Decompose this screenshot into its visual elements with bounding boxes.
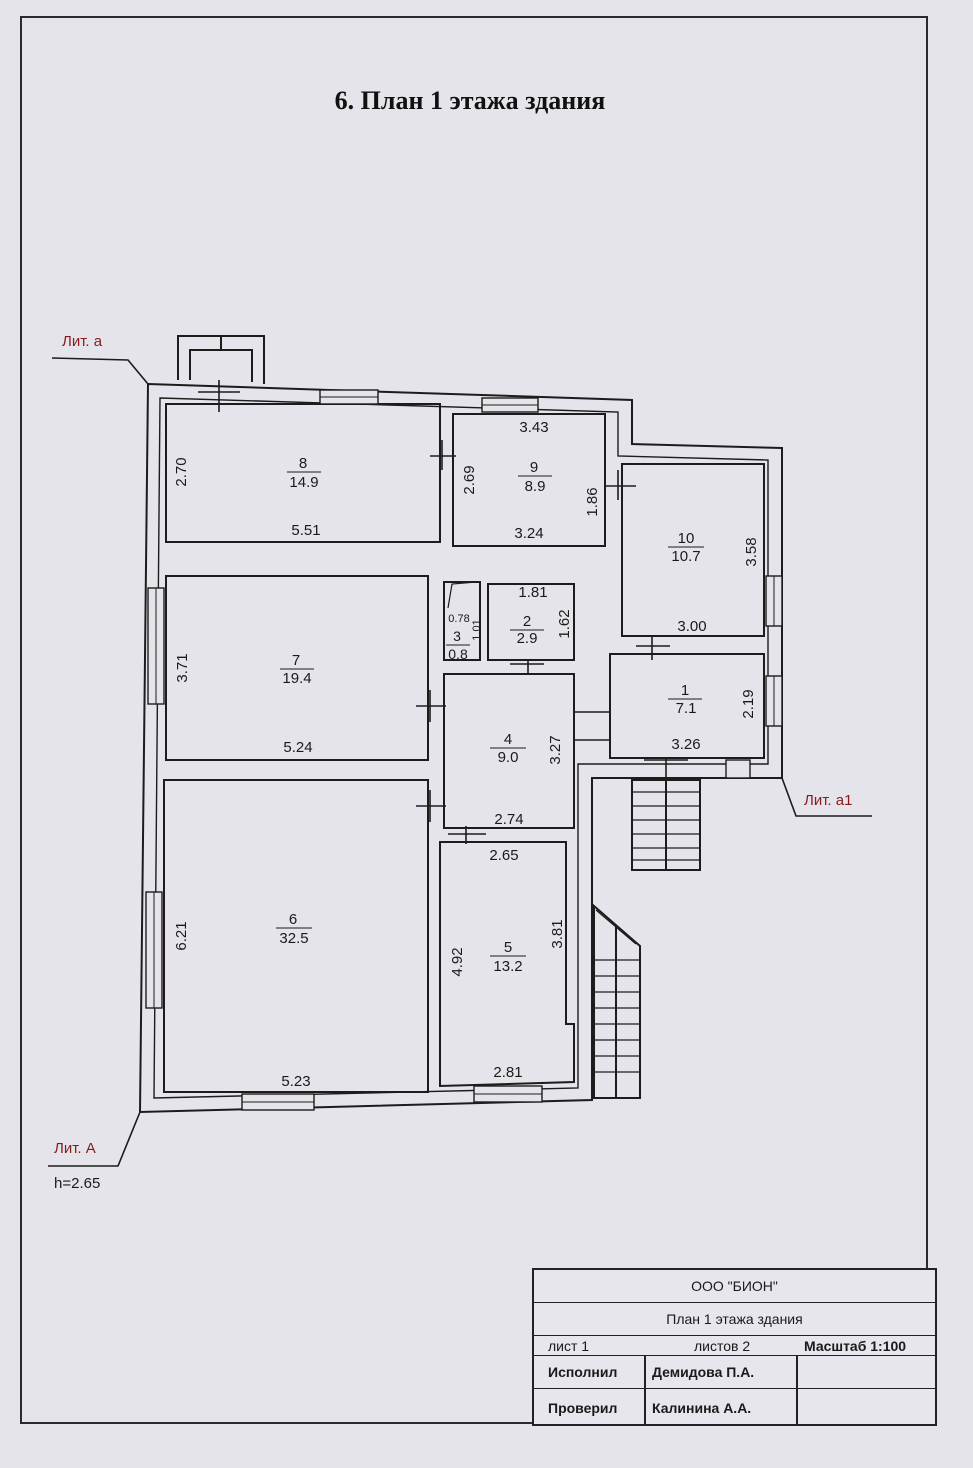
room-5-area: 13.2: [493, 958, 522, 975]
dim-r10-h: 3.58: [743, 537, 760, 566]
room-1-area: 7.1: [676, 700, 697, 717]
room-6-area: 32.5: [279, 930, 308, 947]
room-5-number: 5: [504, 939, 512, 956]
dim-r7-h: 3.71: [174, 653, 191, 682]
stamp-performed-name: Демидова П.А.: [652, 1364, 755, 1380]
room-10-area: 10.7: [671, 548, 700, 565]
dim-r6-w: 5.23: [281, 1073, 310, 1090]
room-8-number: 8: [299, 455, 307, 472]
stamp-checked-name: Калинина А.А.: [652, 1399, 752, 1416]
room-3-outline: [443, 581, 481, 661]
stamp-divider: [796, 1356, 798, 1388]
room-1-number: 1: [681, 682, 689, 699]
room-9-area: 8.9: [525, 478, 546, 495]
stamp-scale: Масштаб 1:100: [804, 1337, 907, 1354]
dim-r9-w: 3.24: [514, 525, 543, 542]
dim-r9-right: 1.86: [584, 487, 601, 516]
drawing-frame: [20, 16, 928, 1424]
stamp-divider: [796, 1389, 798, 1426]
room-3-swing: [447, 581, 477, 609]
lit-A-label: Лит. А: [54, 1140, 96, 1157]
stamp-row-performed: Исполнил Демидова П.А.: [534, 1356, 935, 1389]
dim-r3-top: 0.78: [448, 613, 469, 625]
porch-inner: [189, 349, 253, 382]
leader-lit-A: [48, 1111, 141, 1167]
stamp-sheet: лист 1: [548, 1337, 590, 1354]
dim-r6-h: 6.21: [173, 921, 190, 950]
stamp-org: ООО "БИОН": [691, 1278, 778, 1294]
dim-r9-left: 2.69: [461, 465, 478, 494]
dim-r1-h: 2.19: [740, 689, 757, 718]
stamp-divider: [644, 1356, 646, 1388]
stamp-row-doc: План 1 этажа здания: [534, 1303, 935, 1336]
room-4-area: 9.0: [498, 749, 519, 766]
room-9-number: 9: [530, 459, 538, 476]
room-3-number: 3: [453, 628, 461, 644]
room-3-area: 0.8: [448, 646, 468, 662]
dim-r9-top: 3.43: [519, 419, 548, 436]
stamp-row-org: ООО "БИОН": [534, 1270, 935, 1303]
room-6-number: 6: [289, 911, 297, 928]
window-r1-bottom: [725, 759, 751, 779]
room-2-number: 2: [523, 613, 531, 630]
stamp-doc-title: План 1 этажа здания: [666, 1311, 803, 1327]
room-6-outline: [163, 779, 429, 1093]
stamp-checked-label: Проверил: [548, 1399, 618, 1416]
dim-r8-h: 2.70: [173, 457, 190, 486]
lit-a-label: Лит. а: [62, 333, 103, 350]
dim-r3-side: 1.01: [471, 619, 483, 640]
room-9-outline: [452, 413, 606, 547]
lit-a1-label: Лит. а1: [804, 792, 852, 809]
dim-r7-w: 5.24: [283, 739, 312, 756]
stamp-row-sheets: лист 1 листов 2 Масштаб 1:100: [534, 1336, 935, 1356]
room-1-outline: [609, 653, 765, 759]
leader-lit-a-small: [51, 357, 149, 385]
stamp-sheets: листов 2: [694, 1337, 751, 1354]
leader-lit-a1: [781, 777, 872, 817]
dim-r2-side: 1.62: [556, 609, 573, 638]
page-title: 6. План 1 этажа здания: [334, 86, 606, 115]
dim-r10-w: 3.00: [677, 618, 706, 635]
room-8-outline: [165, 403, 441, 543]
dim-r2-top: 1.81: [518, 584, 547, 601]
room-10-outline: [621, 463, 765, 637]
stamp-divider: [644, 1389, 646, 1426]
dim-r5-top: 2.65: [489, 847, 518, 864]
dim-r5-left: 4.92: [449, 947, 466, 976]
height-label: h=2.65: [54, 1175, 100, 1192]
dim-r4-w: 2.74: [494, 811, 523, 828]
stamp-performed-label: Исполнил: [548, 1364, 618, 1380]
dim-r4-h: 3.27: [547, 735, 564, 764]
dim-r1-w: 3.26: [671, 736, 700, 753]
room-10-number: 10: [678, 530, 695, 547]
dim-r5-right: 3.81: [549, 919, 566, 948]
room-2-outline: [487, 583, 575, 661]
room-2-area: 2.9: [517, 630, 538, 647]
room-8-area: 14.9: [289, 474, 318, 491]
title-block: ООО "БИОН" План 1 этажа здания лист 1 ли…: [532, 1268, 937, 1426]
room-7-number: 7: [292, 652, 300, 669]
stair-lower: [593, 903, 641, 1099]
room-4-number: 4: [504, 731, 512, 748]
room-7-area: 19.4: [282, 670, 311, 687]
dim-r5-w: 2.81: [493, 1064, 522, 1081]
room-7-outline: [165, 575, 429, 761]
room-4-outline: [443, 673, 575, 829]
stamp-row-checked: Проверил Калинина А.А.: [534, 1389, 935, 1426]
dim-r8-w: 5.51: [291, 522, 320, 539]
room-5-outline: [439, 841, 575, 1088]
